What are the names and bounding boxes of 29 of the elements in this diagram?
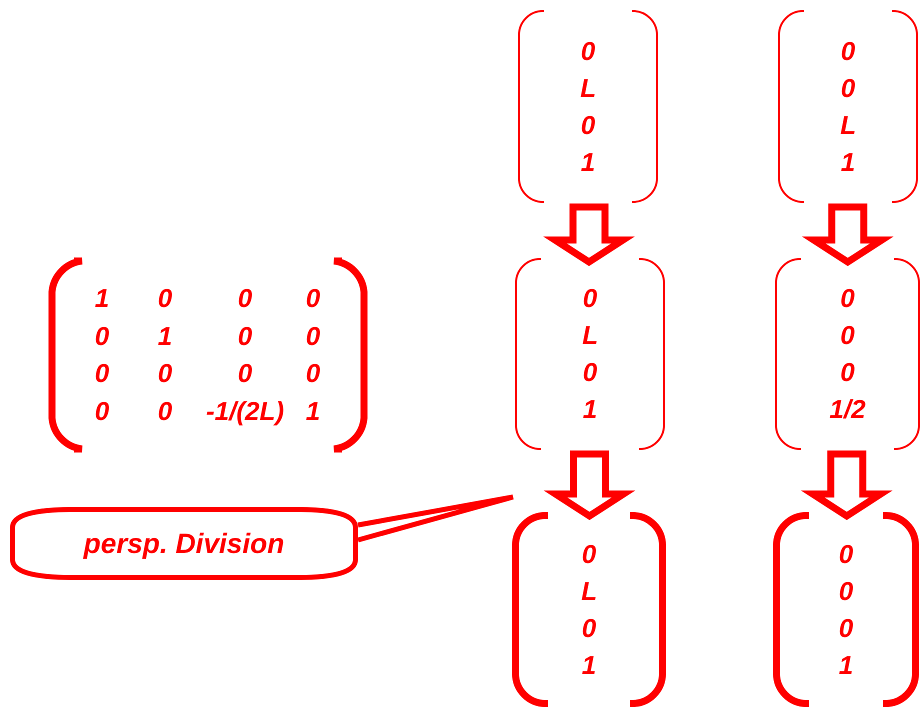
matrix-entry: 0 xyxy=(158,358,172,388)
matrix-entry: 0 xyxy=(158,283,172,313)
matrix-entry: 0 xyxy=(238,321,252,351)
matrix-entry: 0 xyxy=(306,358,320,388)
hollow-arrow xyxy=(543,204,635,266)
matrix-entry: 0 xyxy=(238,358,252,388)
leader-line xyxy=(357,494,516,542)
matrix-entry: 0 xyxy=(306,321,320,351)
hollow-arrow xyxy=(544,450,636,520)
hollow-arrow xyxy=(800,450,893,520)
vector-entries: 0 0 0 1 xyxy=(838,538,854,682)
vector-entries: 0 L 0 1 xyxy=(582,282,598,426)
matrix-entry: 0 xyxy=(94,396,110,426)
matrix-entry: 1 xyxy=(94,283,110,313)
callout-text: persp. Division xyxy=(84,528,284,560)
matrix-entry: -1/(2L) xyxy=(206,396,284,426)
matrix-entry: 1 xyxy=(306,396,320,426)
matrix-entry: 0 xyxy=(238,283,252,313)
vector-entries: 0 L 0 1 xyxy=(580,34,596,178)
vector-entries: 0 0 0 1/2 xyxy=(829,282,866,426)
matrix-entry: 0 xyxy=(158,396,172,426)
matrix-entry: 1 xyxy=(158,321,172,351)
vector-entries: 0 L 0 1 xyxy=(581,538,597,682)
matrix-entry: 0 xyxy=(306,283,320,313)
matrix-entry: 0 xyxy=(94,321,110,351)
matrix-entry: 0 xyxy=(94,358,110,388)
hollow-arrow xyxy=(802,204,894,266)
callout-bubble xyxy=(10,507,358,580)
vector-entries: 0 0 L 1 xyxy=(840,34,856,178)
